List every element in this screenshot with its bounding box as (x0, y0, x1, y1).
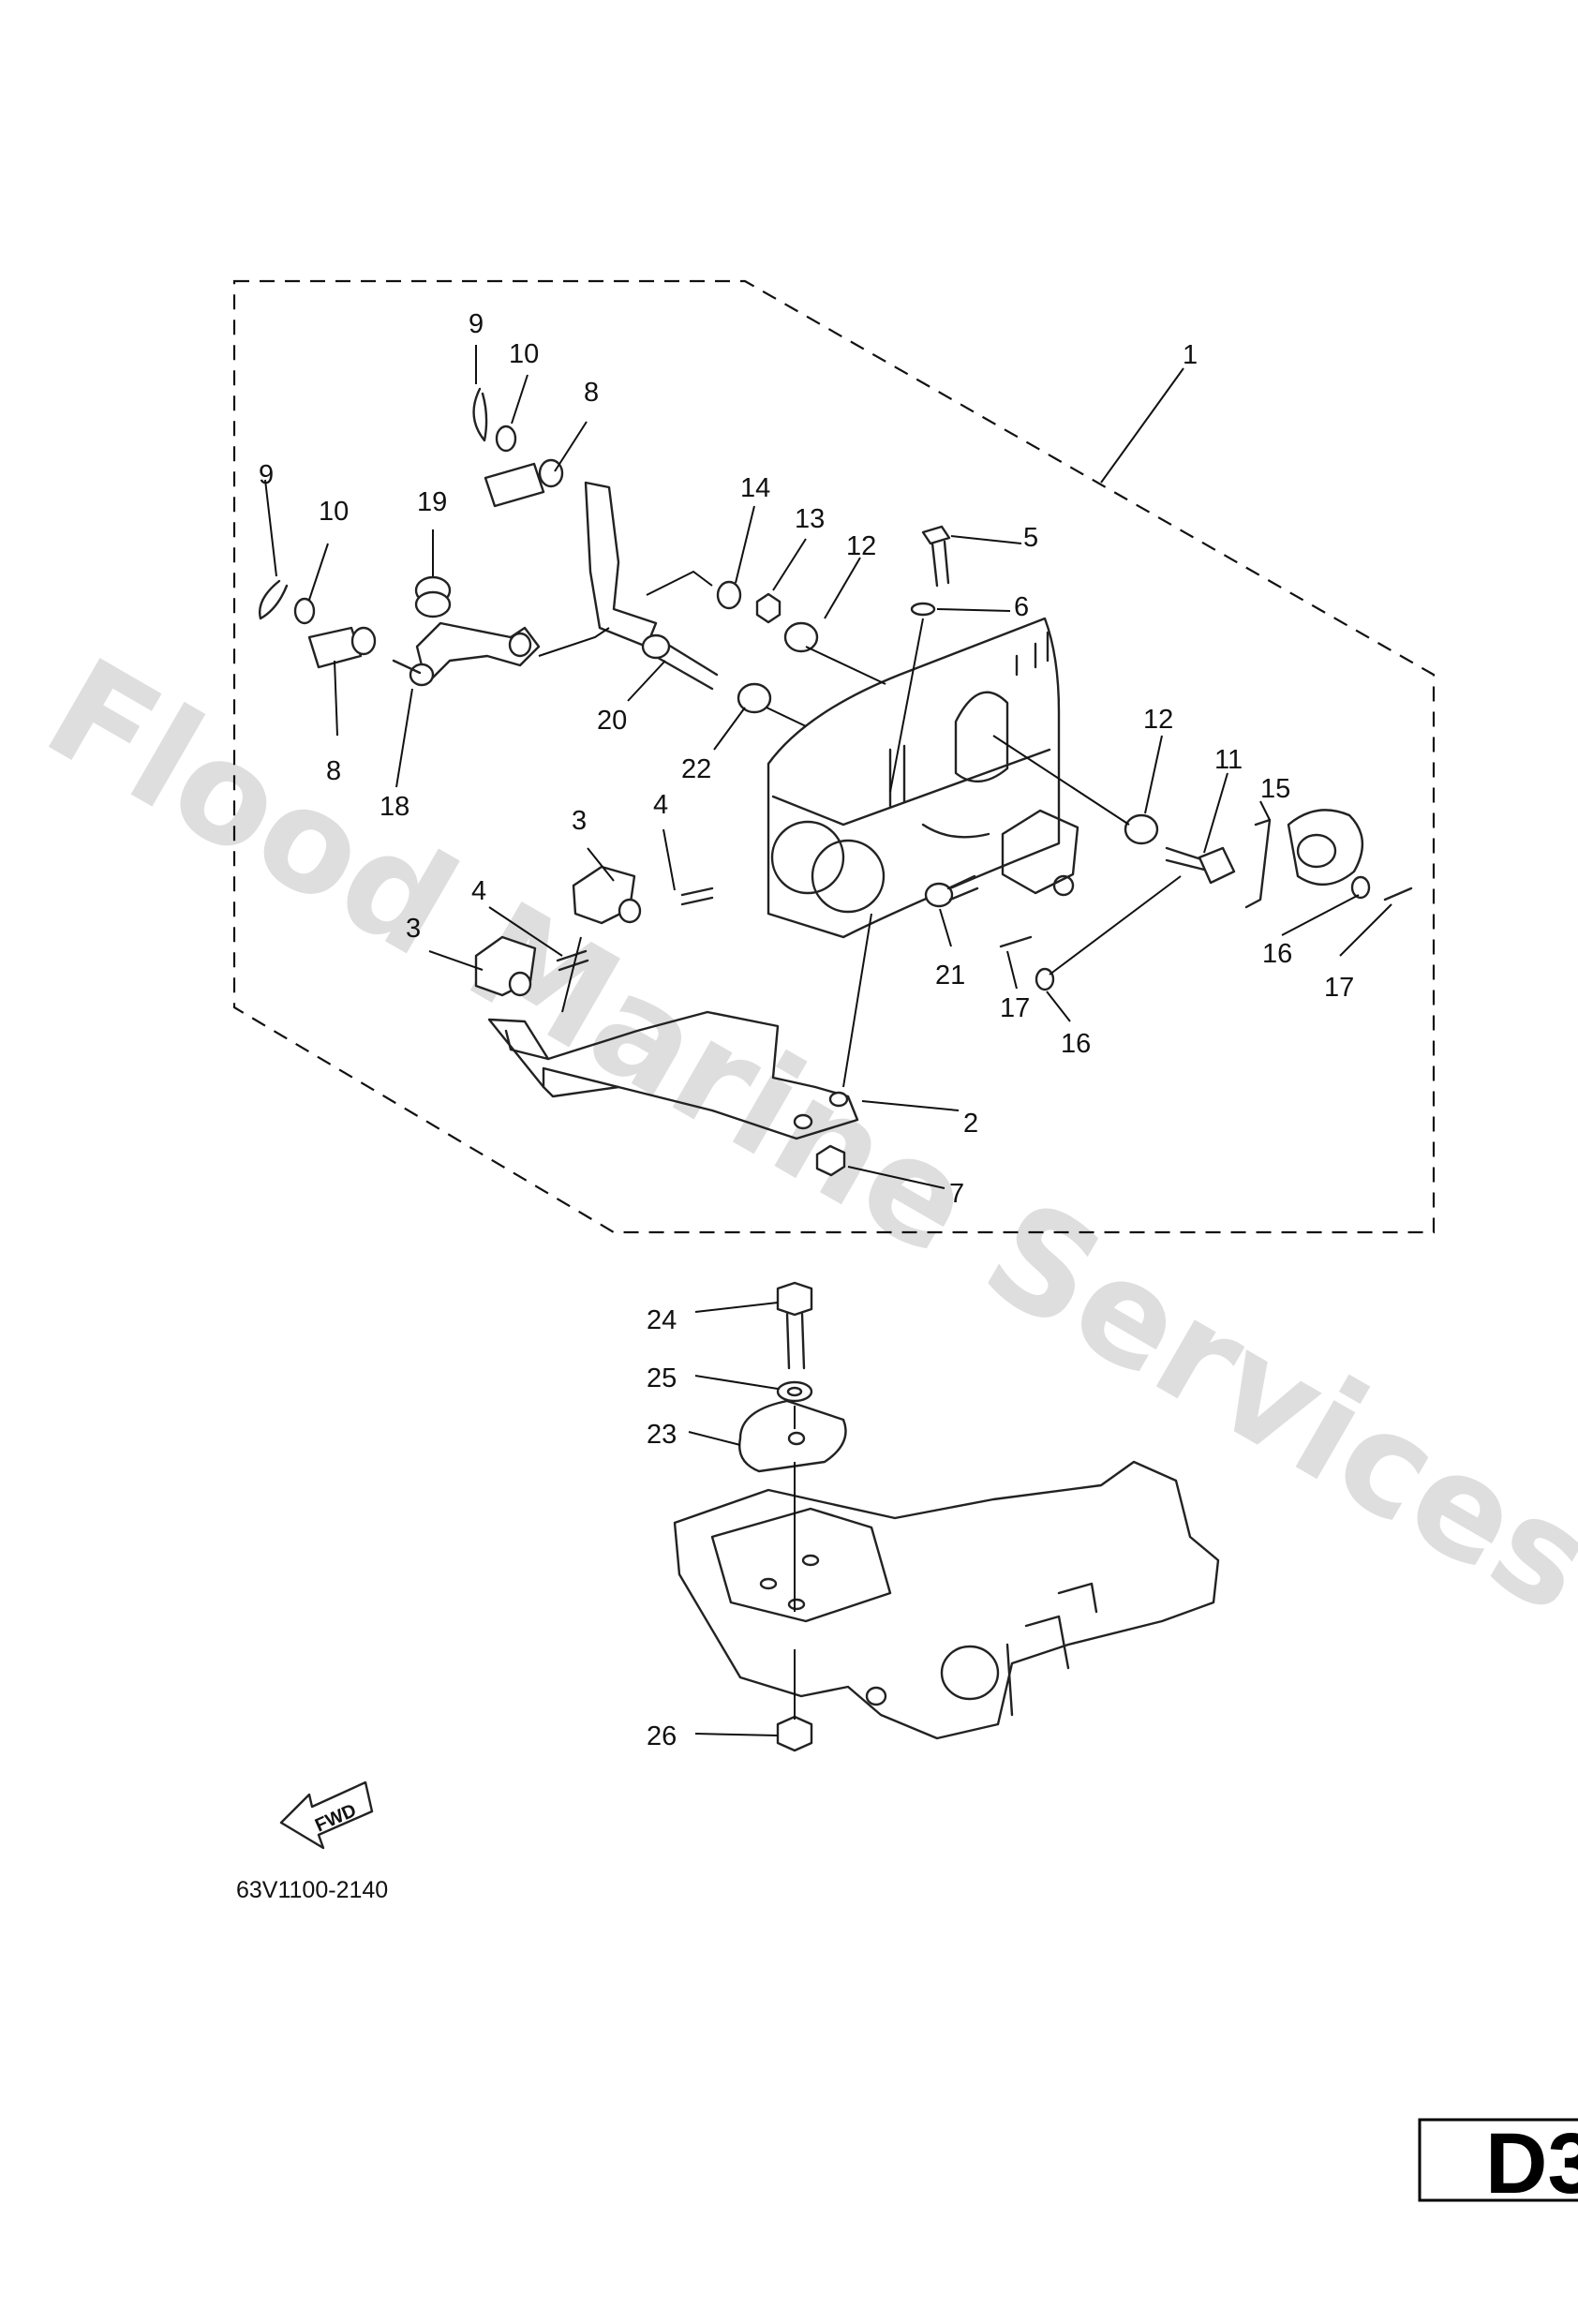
callout-16-left: 16 (1061, 1029, 1091, 1059)
callout-4-upper: 4 (653, 790, 668, 820)
callout-6: 6 (1014, 592, 1029, 622)
callout-13: 13 (795, 504, 825, 534)
assembly-drawing (259, 387, 1413, 1177)
callout-1: 1 (1183, 340, 1198, 370)
callout-18: 18 (380, 792, 409, 822)
callout-22: 22 (681, 754, 711, 784)
callout-21: 21 (935, 961, 965, 991)
callout-15: 15 (1260, 774, 1290, 804)
callout-labels: 1 2 3 3 4 4 5 6 7 8 8 9 9 10 10 11 12 12… (259, 309, 1354, 1751)
mount-bracket-drawing (673, 1281, 1220, 1752)
callout-17-left: 17 (1000, 993, 1030, 1023)
drawing-code: 63V1100-2140 (236, 1877, 388, 1903)
callout-5: 5 (1023, 523, 1038, 553)
callout-12-right: 12 (1143, 705, 1173, 735)
page-id: D3 (1485, 2116, 1578, 2212)
callout-9-top: 9 (469, 309, 484, 339)
fwd-arrow-icon: FWD (279, 1780, 374, 1850)
callout-9-left: 9 (259, 460, 274, 490)
callout-10-top: 10 (509, 339, 539, 369)
callout-leaders (264, 345, 1392, 1736)
callout-10-left: 10 (319, 497, 349, 527)
callout-12-left: 12 (846, 531, 876, 561)
callout-2: 2 (963, 1109, 978, 1139)
callout-3-upper: 3 (572, 806, 587, 836)
callout-24: 24 (647, 1305, 677, 1335)
callout-3-lower: 3 (406, 914, 421, 944)
callout-8-lower: 8 (326, 756, 341, 786)
callout-7: 7 (949, 1179, 964, 1209)
callout-14: 14 (740, 473, 770, 503)
assembly-boundary (232, 279, 1436, 1234)
callout-26: 26 (647, 1721, 677, 1751)
callout-8-upper: 8 (584, 378, 599, 408)
page-id-box: D3 (1418, 2116, 1578, 2212)
callout-25: 25 (647, 1363, 677, 1393)
callout-11: 11 (1214, 745, 1243, 775)
callout-4-lower: 4 (471, 876, 486, 906)
callout-19: 19 (417, 487, 447, 517)
callout-16-right: 16 (1262, 939, 1292, 969)
callout-20: 20 (597, 706, 627, 736)
callout-17-right: 17 (1324, 973, 1354, 1003)
callout-23: 23 (647, 1420, 677, 1450)
